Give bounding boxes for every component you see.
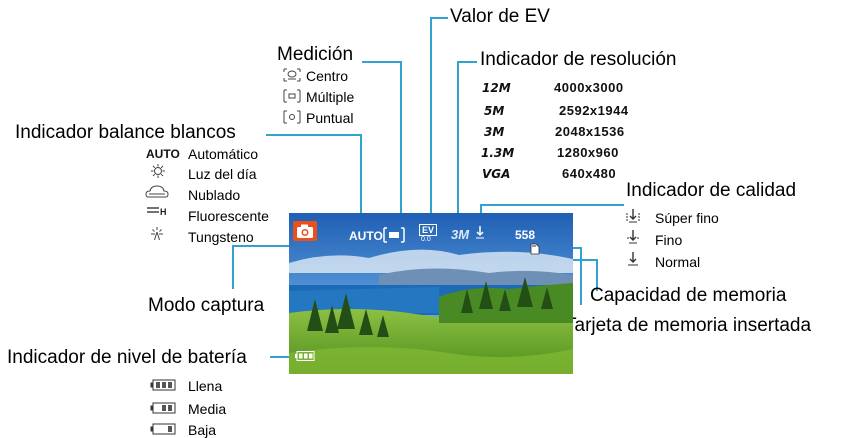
battery-item-label: Llena xyxy=(188,378,223,394)
center-metering-icon xyxy=(283,68,301,82)
resolution-value: 4000x3000 xyxy=(554,80,624,95)
multi-metering-icon xyxy=(283,89,301,103)
screen-wb-auto-text: AUTO xyxy=(349,229,383,243)
battery-full-icon xyxy=(150,379,176,391)
tungsten-icon xyxy=(149,226,165,242)
white-balance-item-label: Fluorescente xyxy=(188,208,269,224)
battery-item-label: Media xyxy=(188,401,227,417)
battery-callout-line xyxy=(270,356,298,358)
resolution-code: 12M xyxy=(482,81,511,95)
quality-item-label: Normal xyxy=(655,254,701,270)
resolution-code: 1.3M xyxy=(481,146,515,160)
resolution-value: 2048x1536 xyxy=(555,124,625,139)
capture-mode-callout-line xyxy=(232,245,298,247)
memory-card-callout-line xyxy=(580,247,582,305)
spot-metering-icon xyxy=(283,110,301,124)
battery-level-label: Indicador de nivel de batería xyxy=(7,347,247,368)
fluorescent-icon: H xyxy=(146,205,168,217)
quality-callout-line xyxy=(480,204,624,206)
ev-callout-line xyxy=(430,17,432,219)
normal-icon xyxy=(625,252,641,266)
white-balance-callout-line xyxy=(360,134,362,218)
memory-capacity-label: Capacidad de memoria xyxy=(590,285,787,306)
auto-wb-icon: AUTO xyxy=(146,147,180,161)
white-balance-item-label: Nublado xyxy=(188,187,241,203)
capture-mode-callout-line xyxy=(232,245,234,289)
resolution-value: 1280x960 xyxy=(557,145,619,160)
metering-label: Medición xyxy=(277,44,354,65)
camera-preview-screen: AUTO EV 0.0 3M 558 xyxy=(289,213,573,374)
ev-value-label: Valor de EV xyxy=(450,6,550,27)
white-balance-item-label: Luz del día xyxy=(188,166,257,182)
screen-quality-icon xyxy=(475,226,485,240)
cloudy-icon xyxy=(145,183,169,199)
resolution-code: VGA xyxy=(482,167,511,181)
memory-capacity-callout-line xyxy=(548,259,598,261)
metering-item-label: Múltiple xyxy=(306,89,355,105)
screen-shots-remaining: 558 xyxy=(515,228,536,242)
resolution-indicator-label: Indicador de resolución xyxy=(480,49,677,70)
white-balance-item-label: Tungsteno xyxy=(188,229,254,245)
screen-battery-icon xyxy=(295,351,315,361)
screen-resolution-icon: 3M xyxy=(451,227,470,242)
fine-icon xyxy=(625,230,641,244)
quality-item-label: Fino xyxy=(655,232,683,248)
battery-low-icon xyxy=(150,423,176,435)
metering-item-label: Centro xyxy=(306,68,349,84)
screen-metering-icon xyxy=(383,227,405,243)
resolution-callout-line xyxy=(457,61,459,218)
metering-item-label: Puntual xyxy=(306,110,354,126)
landscape-photo xyxy=(289,213,573,374)
screen-ev-icon: EV xyxy=(419,224,438,236)
capture-mode-camera-icon xyxy=(293,221,317,241)
quality-item-label: Súper fino xyxy=(655,210,719,226)
resolution-code: 5M xyxy=(484,104,505,118)
battery-item-label: Baja xyxy=(188,422,217,438)
white-balance-indicator-label: Indicador balance blancos xyxy=(15,122,236,143)
ev-callout-line xyxy=(430,17,448,19)
metering-callout-line xyxy=(362,61,402,63)
white-balance-item-label: Automático xyxy=(188,146,259,162)
memory-capacity-callout-line xyxy=(596,259,598,291)
daylight-icon xyxy=(150,163,166,179)
svg-text:H: H xyxy=(160,207,167,217)
quality-callout-line xyxy=(480,204,482,220)
white-balance-callout-line xyxy=(266,134,362,136)
memory-card-label: Tarjeta de memoria insertada xyxy=(565,315,812,336)
screen-ev-value: 0.0 xyxy=(421,236,431,243)
quality-indicator-label: Indicador de calidad xyxy=(626,180,797,201)
resolution-code: 3M xyxy=(484,125,505,139)
metering-callout-line xyxy=(400,61,402,218)
super-fine-icon xyxy=(625,209,641,223)
screen-memory-card-icon xyxy=(530,243,540,255)
resolution-callout-line xyxy=(457,61,477,63)
capture-mode-label: Modo captura xyxy=(148,295,265,316)
battery-medium-icon xyxy=(150,402,176,414)
resolution-value: 2592x1944 xyxy=(559,103,629,118)
resolution-value: 640x480 xyxy=(562,166,617,181)
